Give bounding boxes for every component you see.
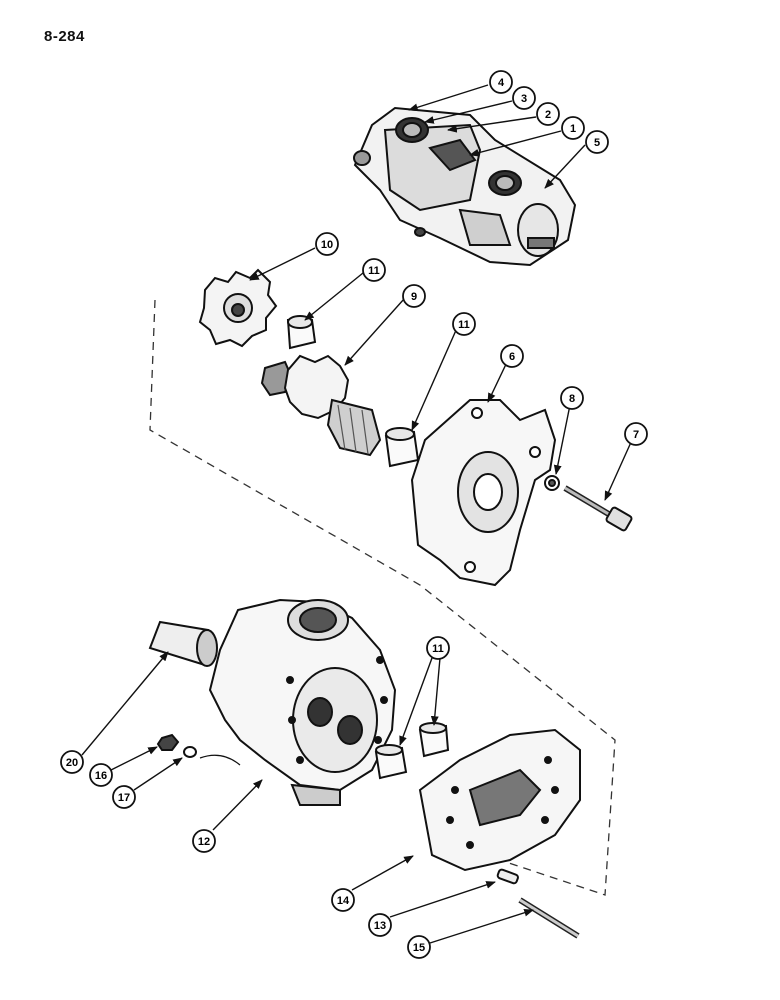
- nut-part-16: [156, 733, 180, 751]
- svg-text:12: 12: [198, 836, 210, 848]
- washer-part-8: [544, 475, 560, 491]
- dowel-pin-part-13: [496, 868, 519, 885]
- callout-1: 1: [561, 116, 585, 140]
- svg-text:1: 1: [570, 123, 576, 135]
- alignment-dashed-line: [149, 299, 616, 896]
- pump-assembly: [353, 106, 577, 267]
- sleeve-part-20: [148, 620, 218, 667]
- drive-gear-shaft: [260, 354, 382, 457]
- driven-gear: [198, 268, 278, 348]
- svg-text:2: 2: [545, 109, 551, 121]
- svg-text:3: 3: [521, 93, 527, 105]
- svg-text:8: 8: [569, 393, 575, 405]
- callout-6: 6: [500, 344, 524, 368]
- callout-11a: 11: [362, 258, 386, 282]
- svg-text:11: 11: [432, 643, 444, 655]
- callout-13: 13: [368, 913, 392, 937]
- bolt-part-7: [563, 485, 633, 532]
- callout-11c: 11: [426, 636, 450, 660]
- svg-text:11: 11: [368, 265, 380, 277]
- callout-16: 16: [89, 763, 113, 787]
- callout-3: 3: [512, 86, 536, 110]
- callout-5: 5: [585, 130, 609, 154]
- end-cover-flange: [410, 399, 557, 587]
- bushing-upper-left: [286, 315, 317, 350]
- svg-text:10: 10: [321, 239, 333, 251]
- svg-text:13: 13: [374, 920, 386, 932]
- svg-text:16: 16: [95, 770, 107, 782]
- callout-4: 4: [489, 70, 513, 94]
- leader-lines: [81, 84, 633, 944]
- svg-text:5: 5: [594, 137, 600, 149]
- svg-text:14: 14: [337, 895, 350, 907]
- washer-part-17: [183, 746, 197, 758]
- bushing-middle: [384, 427, 420, 468]
- bushings-lower: [374, 722, 450, 780]
- svg-text:7: 7: [633, 429, 639, 441]
- callout-17: 17: [112, 785, 136, 809]
- callout-10: 10: [315, 232, 339, 256]
- callout-7: 7: [624, 422, 648, 446]
- svg-text:15: 15: [413, 942, 425, 954]
- svg-text:4: 4: [498, 77, 505, 89]
- callout-20: 20: [60, 750, 84, 774]
- gear-plate: [418, 728, 581, 872]
- svg-text:6: 6: [509, 351, 515, 363]
- callout-12: 12: [192, 829, 216, 853]
- svg-text:20: 20: [66, 757, 78, 769]
- hidden-edge-leader: [199, 754, 241, 766]
- callout-14: 14: [331, 888, 355, 912]
- svg-text:17: 17: [118, 792, 130, 804]
- page-number: 8-284: [44, 28, 85, 45]
- callout-2: 2: [536, 102, 560, 126]
- callout-8: 8: [560, 386, 584, 410]
- callout-15: 15: [407, 935, 431, 959]
- stud-part-15: [518, 897, 580, 939]
- gear-housing: [208, 598, 397, 806]
- callout-11b: 11: [452, 312, 476, 336]
- callout-9: 9: [402, 284, 426, 308]
- svg-text:11: 11: [458, 319, 470, 331]
- svg-text:9: 9: [411, 291, 417, 303]
